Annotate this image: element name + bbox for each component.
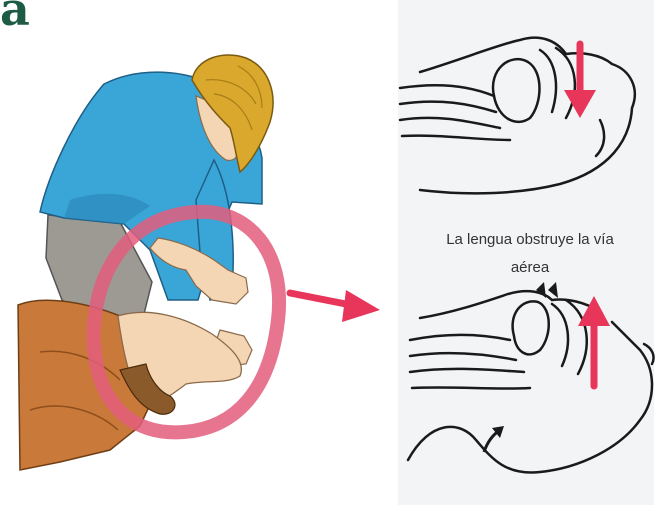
arrow-right-icon xyxy=(290,290,380,322)
caption-line-2: aérea xyxy=(405,254,655,282)
airway-caption: La lengua obstruye la vía aérea xyxy=(405,226,655,282)
caption-line-1: La lengua obstruye la vía xyxy=(405,226,655,254)
patient-figure xyxy=(18,300,241,470)
